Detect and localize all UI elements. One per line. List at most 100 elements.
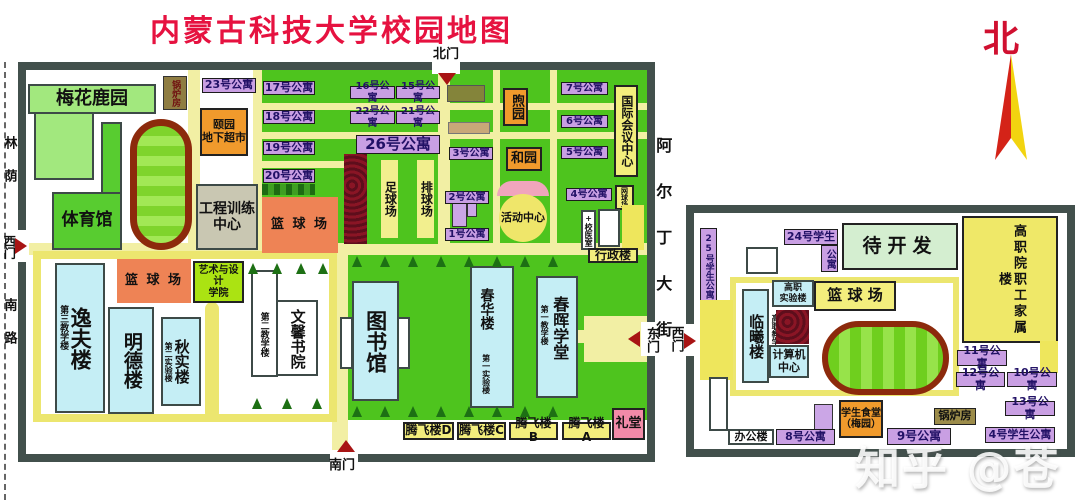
apt-2: 2号公寓	[445, 191, 489, 204]
east-gate-gap	[641, 322, 657, 356]
road	[255, 103, 647, 110]
compass-north-label: 北	[983, 19, 1020, 60]
undeveloped-area: 待开发	[842, 223, 958, 270]
apt-16: 16号公寓	[350, 81, 395, 104]
basketball-court-south: 篮 球 场	[117, 259, 191, 303]
apt-7: 7号公寓	[561, 82, 608, 95]
xuyuan-garden: 煦园	[503, 88, 528, 126]
tree-icon	[548, 406, 558, 417]
tree-icon	[492, 406, 502, 417]
tree-icon	[312, 398, 322, 409]
apt-23: 23号公寓	[202, 78, 256, 93]
apt-20: 20号公寓	[263, 168, 315, 183]
tree-icon	[352, 256, 362, 267]
engineering-training-center: 工程训练 中心	[196, 184, 258, 250]
basketball-court-north: 篮 球 场	[262, 197, 338, 253]
apt-24-cont: 公寓	[821, 245, 838, 272]
gz-lab-bldg: 高职 实验楼	[772, 280, 814, 307]
page-title: 内蒙古科技大学校园地图	[150, 14, 513, 49]
aerding-street-label: 阿尔丁大街	[653, 137, 673, 367]
yiyuan-supermarket: 颐园 地下超市	[200, 108, 248, 156]
apt-21: 21号公寓	[396, 106, 440, 129]
south-gate-arrow	[337, 440, 355, 452]
flower-bed	[344, 154, 367, 244]
tree-icon	[520, 256, 530, 267]
apt-5: 5号公寓	[561, 146, 608, 159]
wenxin-bldg	[276, 300, 318, 376]
hedge	[262, 184, 315, 195]
linxi-bldg: 临曦楼	[742, 289, 769, 383]
auditorium: 礼堂	[612, 408, 645, 440]
tree-icon	[380, 406, 390, 417]
volleyball-court-label: 排球场	[417, 160, 434, 238]
tree-icon	[296, 263, 306, 274]
west-gate-label: 西门	[2, 235, 17, 259]
south-gate-label: 南门	[328, 458, 355, 474]
apt-17: 17号公寓	[263, 80, 315, 95]
chunhui-bldg	[536, 276, 578, 398]
tree-icon	[520, 406, 530, 417]
apt-9: 9号公寓	[887, 428, 951, 445]
tree-icon	[318, 263, 328, 274]
west-gate-right-arrow	[684, 333, 696, 349]
tengfei-d: 腾飞楼D	[403, 422, 454, 440]
staff-housing: 高职院职工家属楼	[962, 216, 1058, 343]
west-road-name-upper: 林荫	[1, 136, 17, 202]
apt-10: 10号公寓	[1007, 366, 1057, 391]
activity-arc	[497, 181, 549, 196]
apt-4-student: 4号学生公寓	[985, 427, 1055, 443]
apt-4: 4号公寓	[566, 188, 612, 201]
chunhua-sub-label: 第一实验楼	[481, 354, 491, 394]
west-gate-right-label: 西门	[668, 326, 684, 352]
compass-needle-icon	[995, 54, 1027, 160]
apt-6: 6号公寓	[561, 115, 608, 128]
tree-icon	[248, 263, 258, 274]
boiler-room: 锅炉房	[163, 76, 187, 110]
flower-bed	[776, 310, 809, 344]
apt-18: 18号公寓	[263, 109, 315, 124]
building	[447, 85, 485, 102]
yifu-sub-label: 第三教学楼	[58, 304, 69, 350]
gymnasium: 体育馆	[52, 192, 122, 250]
tree-icon	[492, 256, 502, 267]
tree-icon	[282, 398, 292, 409]
west-gate-arrow	[15, 238, 27, 254]
tree-icon	[272, 263, 282, 274]
tree-icon	[436, 256, 446, 267]
student-canteen: 学生食堂 （梅园）	[839, 400, 883, 438]
tree-icon	[464, 406, 474, 417]
second-teaching-label: 第二教学楼	[258, 311, 269, 357]
yifu-bldg: 逸夫楼	[55, 263, 105, 413]
admin-bldg: 行政楼	[588, 248, 638, 263]
tree-icon	[548, 256, 558, 267]
gate-plaza	[700, 300, 733, 380]
east-gate-arrow	[628, 331, 640, 347]
basketball-court-right: 篮 球 场	[814, 281, 896, 311]
apartment-bldg	[452, 203, 467, 227]
running-track	[130, 119, 192, 250]
apartment-bldg	[467, 203, 477, 217]
apt-13: 13号公寓	[1005, 395, 1055, 420]
west-road-line	[4, 62, 6, 500]
clinic: +校医室	[581, 210, 596, 250]
art-design-college: 艺术与设计 学院	[193, 261, 244, 303]
tree-icon	[436, 406, 446, 417]
tree-icon	[464, 256, 474, 267]
deer-park: 梅花鹿园	[28, 84, 156, 114]
heyuan-garden: 和园	[506, 147, 542, 171]
wenxin-label: 文馨书院	[288, 309, 307, 369]
apt-25: 25号学生公寓	[700, 228, 717, 304]
building	[622, 205, 644, 250]
building	[746, 247, 778, 274]
road	[255, 132, 647, 139]
east-gate-label: 东门	[643, 327, 659, 353]
west-road-name-lower: 南路	[1, 298, 17, 364]
apt-15: 15号公寓	[396, 81, 440, 104]
apt-26: 26号公寓	[356, 135, 440, 154]
activity-center: 活动中心	[499, 194, 547, 242]
computer-center: 计算机 中心	[769, 345, 809, 378]
gz-teaching-label: 高职教学楼	[770, 305, 781, 363]
office-bldg-label: 办公楼	[728, 429, 774, 445]
north-gate-arrow	[438, 73, 456, 85]
crescent-path	[205, 302, 219, 420]
